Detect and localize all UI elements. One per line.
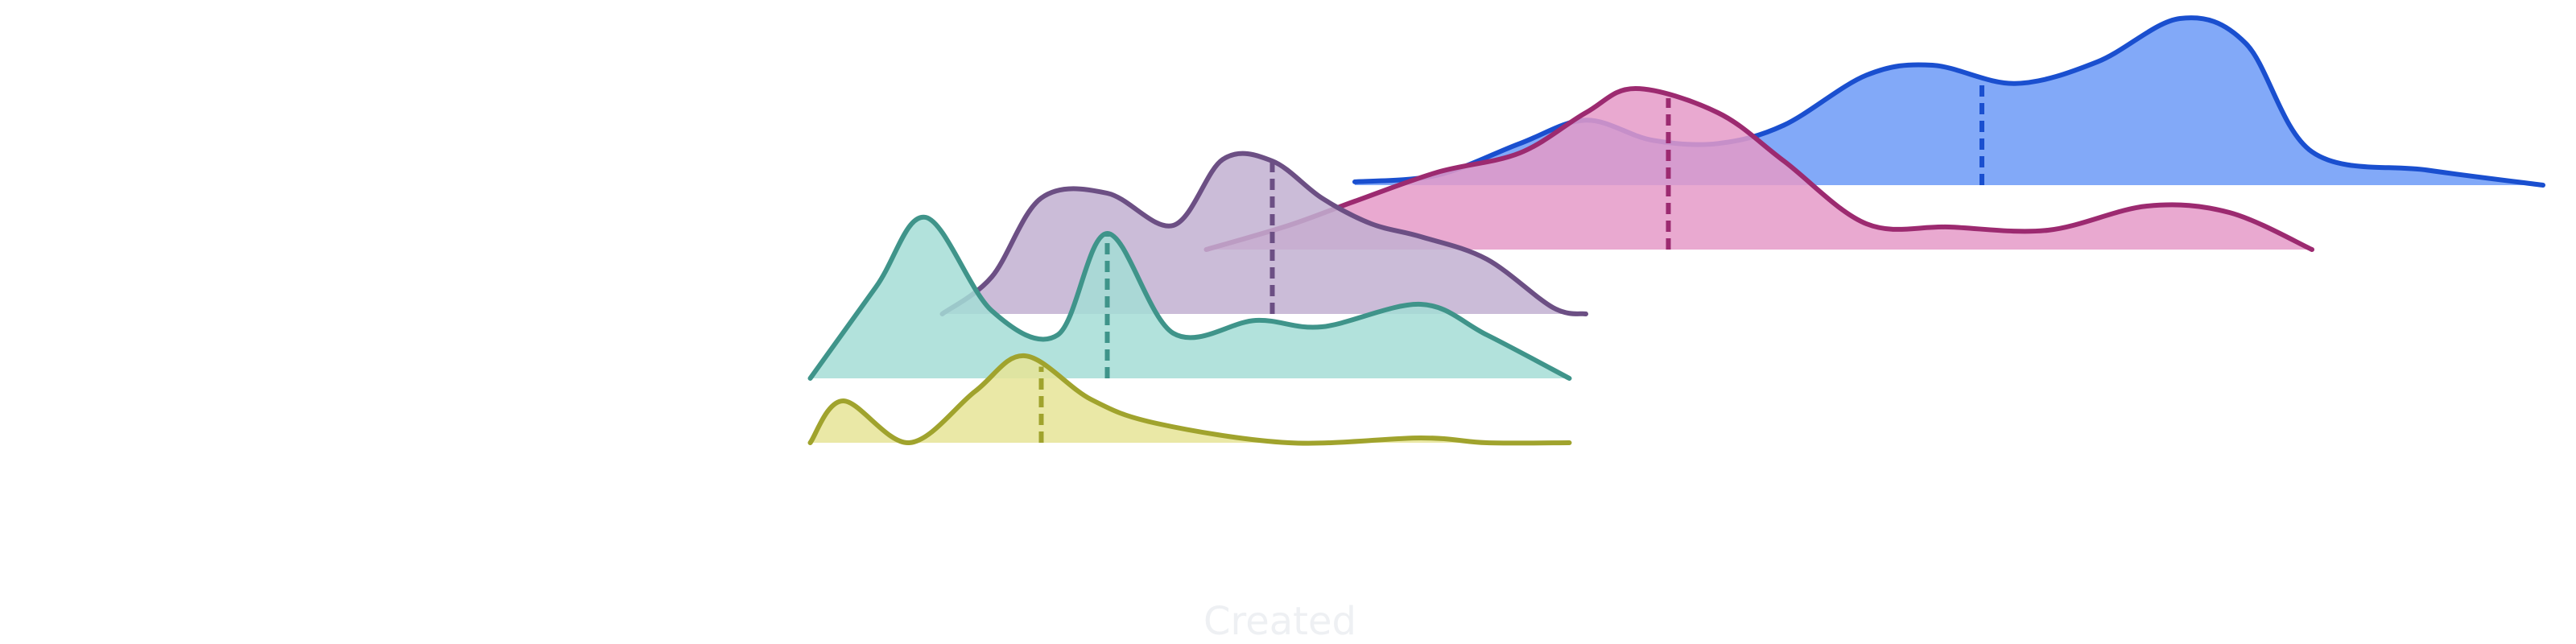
ridge-line-4 — [807, 353, 1572, 446]
ridge-line-3 — [807, 214, 1572, 381]
ridges-group — [807, 15, 2545, 446]
x-axis-label: Created — [1203, 599, 1356, 644]
ridge-line-1 — [1203, 85, 2314, 252]
ridge-line-0 — [1352, 15, 2545, 188]
ridge-line-2 — [939, 151, 1588, 316]
ridge-fill-4 — [810, 355, 1570, 444]
ridge-fill-1 — [1206, 89, 2312, 250]
ridge-fill-3 — [810, 217, 1570, 378]
